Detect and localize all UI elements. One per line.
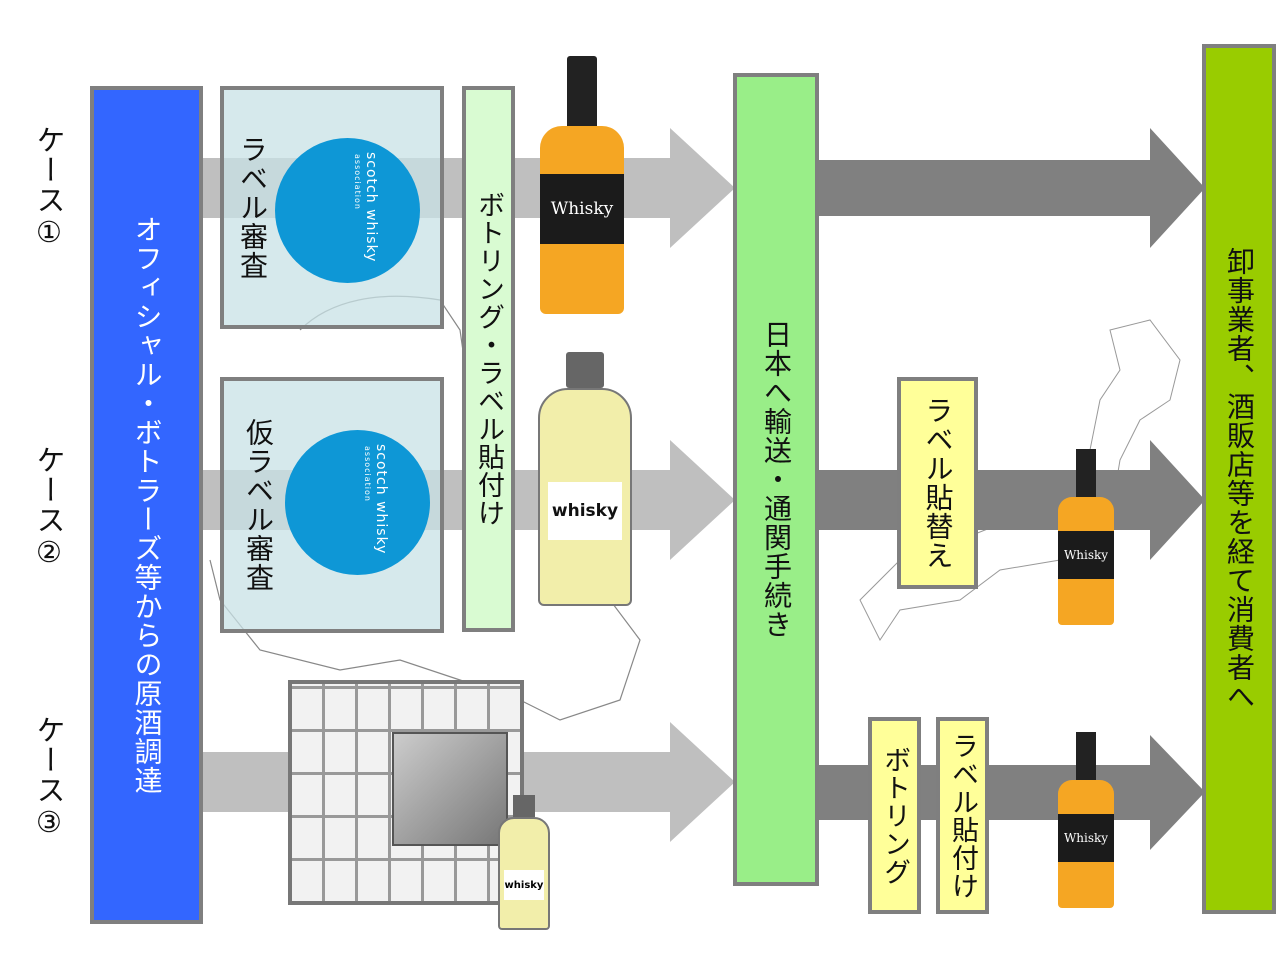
logo-text: scotch whisky [363,152,379,263]
label-replacement-box: ラベル貼替え [897,377,978,589]
swa-logo-2: scotch whisky association [285,430,430,575]
bottle-label: whisky [548,482,622,540]
arrow-case2-right [818,440,1205,560]
logo-text: scotch whisky [373,444,389,555]
labeling-box: ラベル貼付け [936,717,989,914]
label-review-text: ラベル審査 [236,135,269,280]
arrow-case1-right [818,128,1205,248]
arrow-case3-right [818,735,1205,850]
bottle-label: Whisky [1058,814,1114,862]
case-3-label: ケース③ [32,714,66,840]
bottling-box: ボトリング [868,717,921,914]
bottling-labeling-box: ボトリング・ラベル貼付け [462,86,515,632]
case-1-label: ケース① [32,124,66,250]
ibc-tote-container [288,680,524,905]
source-procurement-box: オフィシャル・ボトラーズ等からの原酒調達 [90,86,203,924]
whisky-bottle-clear: whisky [538,352,632,606]
bottle-label: whisky [504,870,544,900]
provisional-label-review-text: 仮ラベル審査 [242,418,275,592]
bottle-label: Whisky [1058,531,1114,579]
logo-subtext: association [363,446,372,502]
distribution-box: 卸事業者、酒販店等を経て消費者へ [1202,44,1276,914]
swa-logo-1: scotch whisky association [275,138,420,283]
transport-customs-box: 日本へ輸送・通関手続き [733,73,819,886]
whisky-bottle-clear-small: whisky [498,795,550,930]
case-2-label: ケース② [32,444,66,570]
logo-subtext: association [353,154,362,210]
whisky-bottle-amber-3: Whisky [1058,732,1114,908]
bottle-label: Whisky [540,174,624,244]
whisky-bottle-amber-1: Whisky [540,56,624,314]
whisky-bottle-amber-2: Whisky [1058,449,1114,625]
